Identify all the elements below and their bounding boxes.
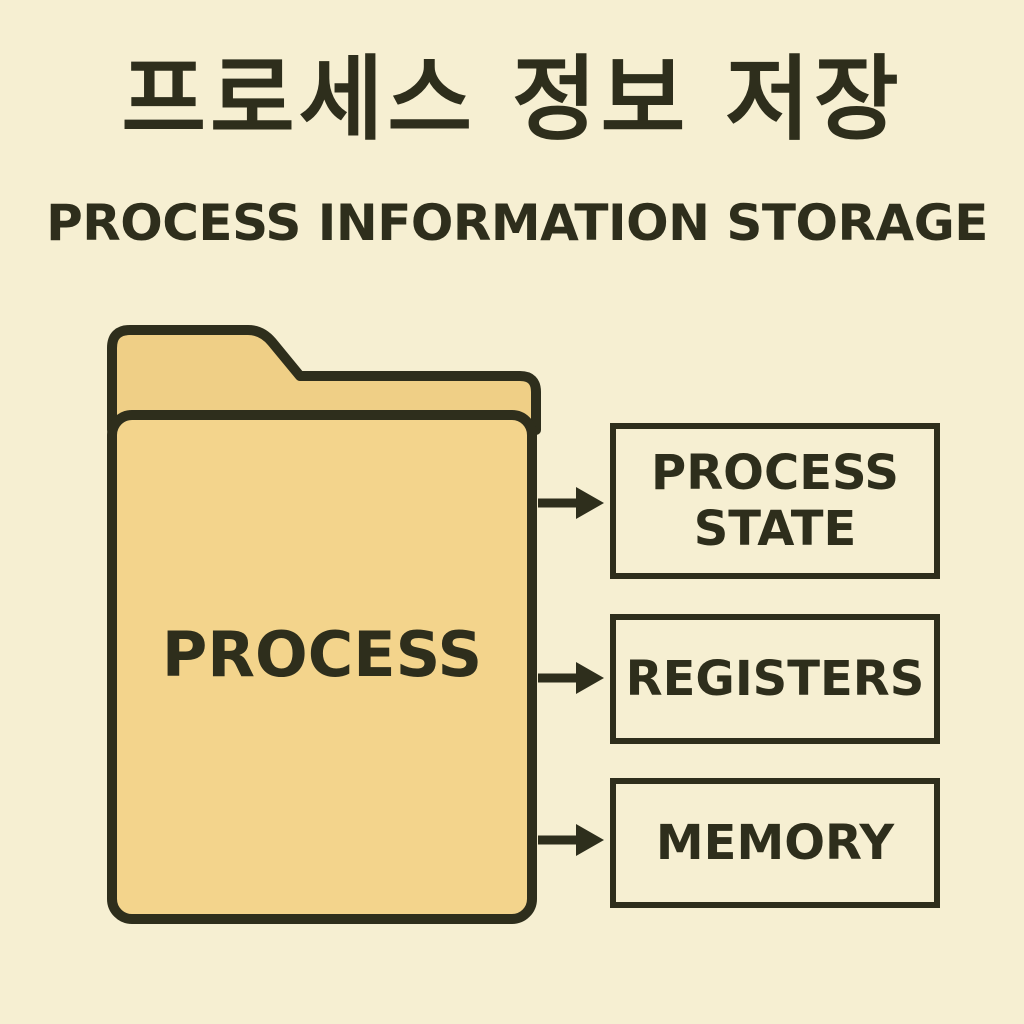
arrow-registers [538, 662, 604, 694]
memory-label: MEMORY [655, 815, 895, 871]
registers-label: REGISTERS [625, 651, 925, 707]
title-korean: 프로세스 정보 저장 [121, 46, 903, 153]
process-state-box: PROCESS STATE [610, 423, 940, 579]
memory-box: MEMORY [610, 778, 940, 908]
folder-label: PROCESS [161, 618, 483, 691]
registers-box: REGISTERS [610, 614, 940, 744]
process-state-label: PROCESS STATE [651, 445, 899, 557]
arrow-process-state [538, 487, 604, 519]
title-english: PROCESS INFORMATION STORAGE [46, 194, 988, 252]
folder-icon [107, 410, 537, 924]
arrow-memory [538, 824, 604, 856]
folder-back [107, 325, 541, 435]
